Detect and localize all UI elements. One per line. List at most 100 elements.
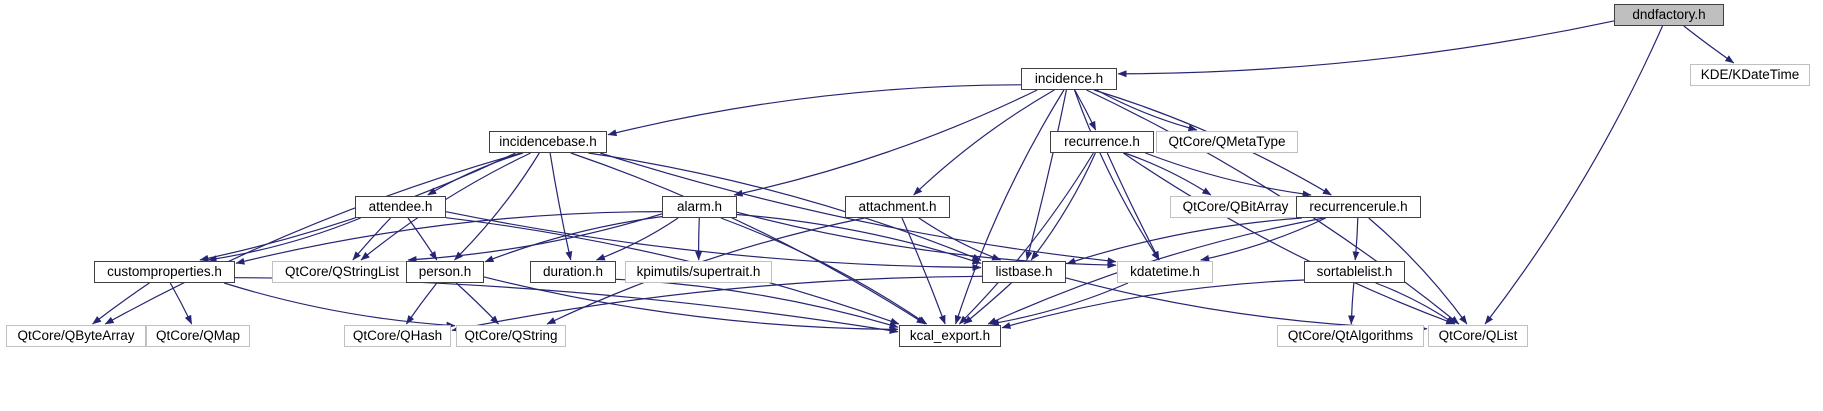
graph-edge-dndfactory-to-qlist — [1484, 25, 1664, 325]
graph-node-label: customproperties.h — [107, 264, 222, 280]
graph-edge-alarm-to-supertrait — [695, 217, 703, 261]
graph-node-label: QtCore/QBitArray — [1182, 199, 1289, 215]
graph-edge-alarm-to-qstringlist — [407, 213, 663, 263]
graph-edge-incidence-to-listbase — [1025, 89, 1067, 261]
graph-node-kcalexport[interactable]: kcal_export.h — [899, 325, 1001, 347]
graph-edge-recurrencerule-to-sortablelist — [1352, 217, 1360, 261]
graph-node-dndfactory[interactable]: dndfactory.h — [1614, 4, 1724, 26]
graph-node-customproperties[interactable]: customproperties.h — [94, 261, 235, 283]
graph-edge-incidence-to-qmetatype — [1096, 89, 1198, 132]
graph-node-qbitarray[interactable]: QtCore/QBitArray — [1170, 196, 1301, 218]
graph-node-label: QtCore/QByteArray — [17, 328, 135, 344]
graph-node-label: QtCore/QHash — [352, 328, 443, 344]
graph-node-label: listbase.h — [995, 264, 1053, 280]
graph-edge-customproperties-to-qmap — [169, 282, 193, 325]
graph-node-label: QtCore/QtAlgorithms — [1287, 328, 1414, 344]
graph-node-kdekdatetime[interactable]: KDE/KDateTime — [1690, 64, 1810, 86]
graph-node-kdatetime[interactable]: kdatetime.h — [1117, 261, 1213, 283]
graph-node-label: QtCore/QList — [1438, 328, 1518, 344]
graph-node-label: QtCore/QMap — [155, 328, 241, 344]
graph-node-label: recurrencerule.h — [1309, 199, 1408, 215]
graph-edge-incidence-to-recurrence — [1074, 89, 1097, 131]
graph-node-label: attachment.h — [858, 199, 937, 215]
graph-edge-incidence-to-incidencebase — [607, 84, 1022, 137]
graph-node-label: attendee.h — [368, 199, 433, 215]
graph-node-qlist[interactable]: QtCore/QList — [1428, 325, 1528, 347]
graph-edge-attachment-to-listbase — [918, 217, 1002, 261]
graph-node-label: kdatetime.h — [1130, 264, 1200, 280]
graph-edge-incidencebase-to-listbase — [588, 152, 982, 261]
graph-edge-attendee-to-customproperties — [207, 217, 361, 263]
graph-edge-attendee-to-qstringlist — [352, 217, 392, 261]
graph-edge-customproperties-to-kcalexport — [234, 277, 899, 334]
graph-edge-recurrence-to-qlist — [1122, 152, 1456, 325]
graph-node-qmap[interactable]: QtCore/QMap — [146, 325, 250, 347]
graph-node-sortablelist[interactable]: sortablelist.h — [1304, 261, 1405, 283]
graph-edge-alarm-to-customproperties — [235, 211, 663, 265]
graph-node-qstringlist[interactable]: QtCore/QStringList — [272, 261, 412, 283]
graph-edge-recurrence-to-listbase — [1030, 152, 1096, 261]
graph-edge-incidencebase-to-person — [454, 152, 540, 261]
graph-edge-customproperties-to-qbytearray — [92, 282, 150, 325]
graph-edge-dndfactory-to-kdekdatetime — [1683, 25, 1735, 64]
graph-edge-attendee-to-kcalexport — [445, 217, 900, 325]
graph-edge-sortablelist-to-qlist — [1375, 282, 1456, 325]
graph-edge-recurrence-to-kdatetime — [1106, 152, 1160, 261]
graph-edge-alarm-to-person — [484, 216, 663, 263]
graph-edge-incidence-to-kcalexport — [954, 89, 1065, 325]
graph-node-label: QtCore/QStringList — [284, 264, 400, 280]
graph-edge-dndfactory-to-incidence — [1117, 20, 1615, 78]
graph-node-label: alarm.h — [676, 199, 722, 215]
graph-node-qmetatype[interactable]: QtCore/QMetaType — [1156, 131, 1298, 153]
graph-edge-listbase-to-qlist — [1065, 277, 1428, 333]
graph-node-label: QtCore/QString — [464, 328, 558, 344]
graph-edge-customproperties-to-qstring — [223, 282, 456, 329]
graph-edge-recurrencerule-to-kdatetime — [1200, 217, 1327, 262]
graph-node-qbytearray[interactable]: QtCore/QByteArray — [6, 325, 146, 347]
graph-node-incidencebase[interactable]: incidencebase.h — [489, 131, 607, 153]
graph-node-label: kpimutils/supertrait.h — [636, 264, 761, 280]
graph-node-listbase[interactable]: listbase.h — [982, 261, 1066, 283]
graph-edge-listbase-to-kcalexport — [963, 282, 1012, 325]
graph-edge-recurrencerule-to-listbase — [1066, 217, 1302, 265]
graph-node-label: person.h — [418, 264, 472, 280]
graph-node-label: incidencebase.h — [499, 134, 597, 150]
graph-edge-kdatetime-to-kcalexport — [989, 282, 1129, 327]
graph-edge-alarm-to-kcalexport — [720, 217, 928, 325]
graph-node-supertrait[interactable]: kpimutils/supertrait.h — [625, 261, 772, 283]
graph-node-attendee[interactable]: attendee.h — [355, 196, 446, 218]
graph-edge-person-to-qhash — [405, 282, 438, 325]
graph-edge-recurrence-to-qbitarray — [1124, 152, 1212, 196]
graph-edge-recurrence-to-kcalexport — [958, 152, 1094, 325]
graph-edge-attendee-to-person — [407, 217, 438, 261]
graph-edge-sortablelist-to-qtalgorithms — [1348, 282, 1356, 325]
graph-node-person[interactable]: person.h — [406, 261, 484, 283]
graph-edge-recurrencerule-to-kcalexport — [987, 217, 1324, 325]
graph-node-recurrencerule[interactable]: recurrencerule.h — [1296, 196, 1421, 218]
graph-node-alarm[interactable]: alarm.h — [662, 196, 737, 218]
graph-edge-listbase-to-qhash — [451, 275, 983, 333]
graph-node-duration[interactable]: duration.h — [530, 261, 616, 283]
graph-node-recurrence[interactable]: recurrence.h — [1050, 131, 1154, 153]
graph-node-incidence[interactable]: incidence.h — [1021, 68, 1117, 90]
graph-edge-person-to-qstring — [455, 282, 500, 325]
graph-edge-recurrencerule-to-qlist — [1368, 217, 1468, 325]
graph-node-label: sortablelist.h — [1316, 264, 1393, 280]
graph-node-label: QtCore/QMetaType — [1168, 134, 1286, 150]
graph-node-label: dndfactory.h — [1632, 7, 1706, 23]
graph-node-qhash[interactable]: QtCore/QHash — [344, 325, 451, 347]
graph-node-qtalgorithms[interactable]: QtCore/QtAlgorithms — [1277, 325, 1424, 347]
graph-edge-incidencebase-to-qbytearray — [104, 152, 522, 325]
graph-node-attachment[interactable]: attachment.h — [845, 196, 950, 218]
graph-edge-incidencebase-to-attendee — [427, 152, 524, 196]
graph-edge-attachment-to-kcalexport — [901, 217, 946, 325]
graph-edge-incidence-to-alarm — [733, 89, 1038, 197]
graph-node-label: KDE/KDateTime — [1700, 67, 1800, 83]
graph-node-label: incidence.h — [1034, 71, 1104, 87]
graph-node-qstring[interactable]: QtCore/QString — [456, 325, 566, 347]
graph-edge-incidence-to-kdatetime — [1073, 89, 1160, 261]
graph-node-label: kcal_export.h — [909, 328, 991, 344]
graph-edge-person-to-kcalexport — [483, 276, 899, 333]
graph-edge-alarm-to-duration — [595, 217, 679, 261]
